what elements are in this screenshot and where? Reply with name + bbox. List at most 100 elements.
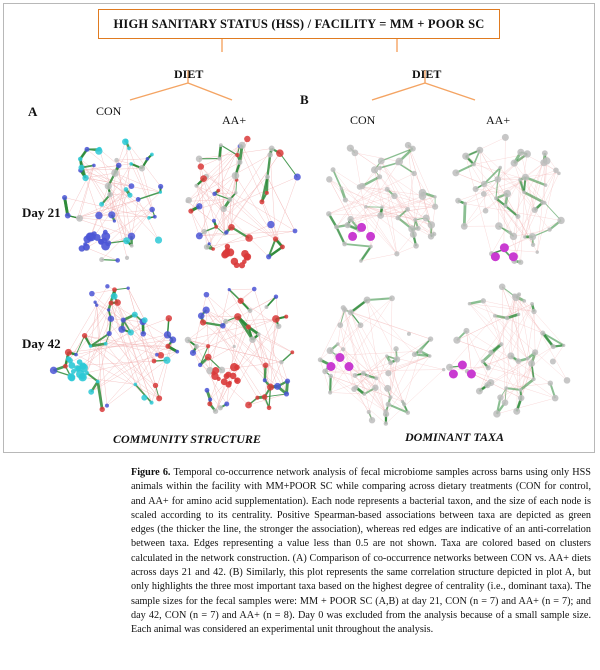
negative-edge	[464, 179, 498, 227]
negative-edge	[96, 305, 103, 410]
negative-edge	[86, 149, 132, 187]
taxon-node	[370, 166, 379, 174]
group-label-b-con: CON	[350, 113, 376, 127]
negative-edge	[222, 325, 265, 381]
negative-edge	[231, 155, 238, 228]
taxon-node	[118, 325, 126, 333]
taxon-node	[266, 383, 274, 391]
taxon-node	[340, 347, 346, 352]
taxon-node	[385, 354, 389, 358]
taxon-node	[402, 402, 407, 407]
negative-edge	[336, 355, 386, 412]
taxon-node	[231, 171, 240, 180]
negative-edge	[80, 170, 132, 187]
cluster-node	[224, 243, 231, 250]
taxon-node	[492, 313, 497, 318]
negative-edge	[396, 245, 417, 255]
negative-edge	[85, 172, 116, 179]
positive-edge	[63, 197, 70, 216]
taxon-node	[562, 343, 566, 347]
negative-edge	[328, 173, 415, 215]
negative-edge	[224, 153, 281, 235]
negative-edge	[366, 299, 387, 424]
taxon-node	[494, 176, 502, 183]
taxon-node	[393, 356, 401, 363]
positive-edge	[101, 258, 118, 262]
negative-edge	[116, 158, 148, 161]
taxon-node	[376, 174, 383, 180]
positive-edge	[267, 238, 277, 258]
negative-edge	[394, 195, 416, 220]
taxon-node	[498, 165, 503, 170]
row-label-day21: Day 21	[22, 205, 61, 220]
negative-edge	[248, 393, 287, 406]
positive-edge	[541, 332, 555, 348]
negative-edge	[269, 154, 276, 240]
dominant-taxon-node	[457, 360, 467, 370]
negative-edge	[469, 303, 528, 359]
taxon-node	[208, 397, 213, 402]
taxon-node	[197, 312, 205, 320]
negative-edge	[135, 334, 168, 385]
taxon-node	[322, 368, 329, 375]
taxon-node	[512, 293, 520, 302]
dominant-taxon-node	[508, 252, 518, 262]
negative-edge	[127, 288, 156, 386]
negative-edge	[102, 334, 168, 410]
taxon-node	[108, 300, 114, 306]
taxon-node	[480, 191, 487, 197]
positive-edge	[335, 226, 346, 245]
cluster-node	[221, 251, 229, 259]
panel-letter-a: A	[28, 104, 38, 119]
negative-edge	[131, 209, 153, 237]
positive-edge	[260, 176, 269, 203]
negative-edge	[203, 178, 215, 221]
taxon-node	[377, 165, 382, 171]
figure-caption: Figure 6. Temporal co-occurrence network…	[131, 466, 591, 638]
taxon-node	[84, 146, 90, 152]
cluster-node	[102, 229, 108, 235]
taxon-node	[488, 349, 494, 355]
cluster-node	[234, 378, 239, 383]
taxon-node	[114, 157, 119, 163]
negative-edge	[226, 175, 236, 233]
taxon-node	[476, 146, 484, 154]
taxon-node	[273, 294, 279, 299]
taxon-node	[124, 138, 129, 143]
negative-edge	[329, 179, 398, 254]
negative-edge	[108, 191, 161, 244]
taxon-node	[156, 395, 163, 402]
negative-edge	[187, 339, 282, 363]
taxon-node	[507, 352, 515, 360]
taxon-node	[347, 215, 354, 223]
negative-edge	[516, 294, 520, 412]
negative-edge	[319, 359, 331, 393]
figure-title: HIGH SANITARY STATUS (HSS) / FACILITY = …	[98, 9, 500, 39]
taxon-node	[528, 360, 536, 367]
taxon-node	[123, 187, 129, 192]
taxon-node	[194, 183, 199, 188]
taxon-node	[518, 177, 522, 182]
taxon-node	[200, 175, 208, 183]
negative-edge	[374, 169, 419, 229]
negative-edge	[192, 294, 207, 353]
cluster-node	[76, 359, 83, 365]
taxon-node	[124, 255, 130, 261]
negative-edge	[488, 294, 520, 368]
positive-edge	[266, 154, 272, 178]
negative-edge	[390, 359, 398, 398]
taxon-node	[227, 196, 233, 202]
taxon-node	[509, 232, 518, 241]
taxon-node	[493, 410, 501, 418]
negative-edge	[506, 382, 551, 389]
taxon-node	[499, 342, 504, 347]
taxon-node	[523, 150, 531, 158]
network-a-day21-con	[62, 138, 164, 263]
taxon-node	[197, 362, 203, 368]
taxon-node	[123, 237, 131, 245]
taxon-node	[557, 216, 565, 225]
negative-edge	[188, 154, 271, 201]
negative-edge	[388, 355, 430, 374]
taxon-node	[547, 227, 552, 232]
taxon-node	[216, 188, 221, 193]
